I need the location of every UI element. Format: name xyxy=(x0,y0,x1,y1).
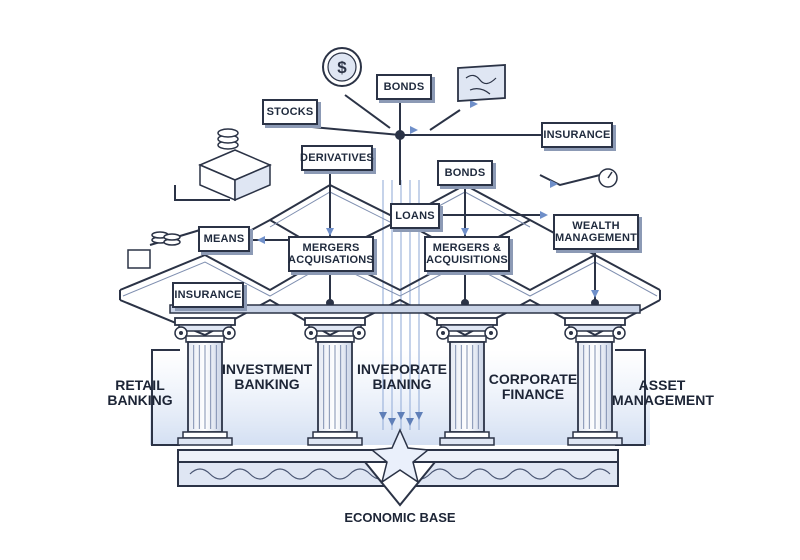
mergers-left-box: MERGERS ACQUISATIONS xyxy=(288,236,374,272)
pillar-1 xyxy=(174,317,236,446)
base-platform xyxy=(177,428,619,507)
economic-base-label: ECONOMIC BASE xyxy=(344,510,456,525)
gauge-icon xyxy=(598,168,618,188)
pillar-2 xyxy=(304,317,366,446)
right-bracket xyxy=(615,349,646,446)
mergers-right-box: MERGERS & ACQUISITIONS xyxy=(424,236,510,272)
wealth-management-box: WEALTH MANAGEMENT xyxy=(553,214,639,250)
asset-management-label: ASSET MANAGEMENT xyxy=(612,377,714,408)
flow-arrows xyxy=(257,100,599,298)
insurance-left-box: INSURANCE xyxy=(172,282,244,308)
left-blocks-decoration xyxy=(127,128,272,269)
svg-text:$: $ xyxy=(337,58,347,77)
retail-banking-label: RETAIL BANKING xyxy=(107,377,173,408)
pillar-4 xyxy=(564,317,626,446)
left-bracket xyxy=(151,349,180,446)
bonds-mid-box: BONDS xyxy=(437,160,493,186)
means-box: MEANS xyxy=(198,226,250,252)
derivatives-box: DERIVATIVES xyxy=(300,145,374,171)
stocks-box: STOCKS xyxy=(262,99,318,125)
bonds-top-box: BONDS xyxy=(376,74,432,100)
world-map-icon xyxy=(457,64,506,102)
corporate-finance-label: CORPORATE FINANCE xyxy=(488,371,578,402)
pillar-3 xyxy=(436,317,498,446)
inveporate-biening-label: INVEPORATE BIANING xyxy=(357,361,447,392)
insurance-top-box: INSURANCE xyxy=(541,122,613,148)
beam-arrows xyxy=(379,412,423,426)
investment-banking-label: INVESTMENT BANKING xyxy=(222,361,313,392)
dollar-coin-icon: $ xyxy=(322,47,362,87)
lintel xyxy=(169,304,641,314)
loans-box: LOANS xyxy=(390,203,440,229)
